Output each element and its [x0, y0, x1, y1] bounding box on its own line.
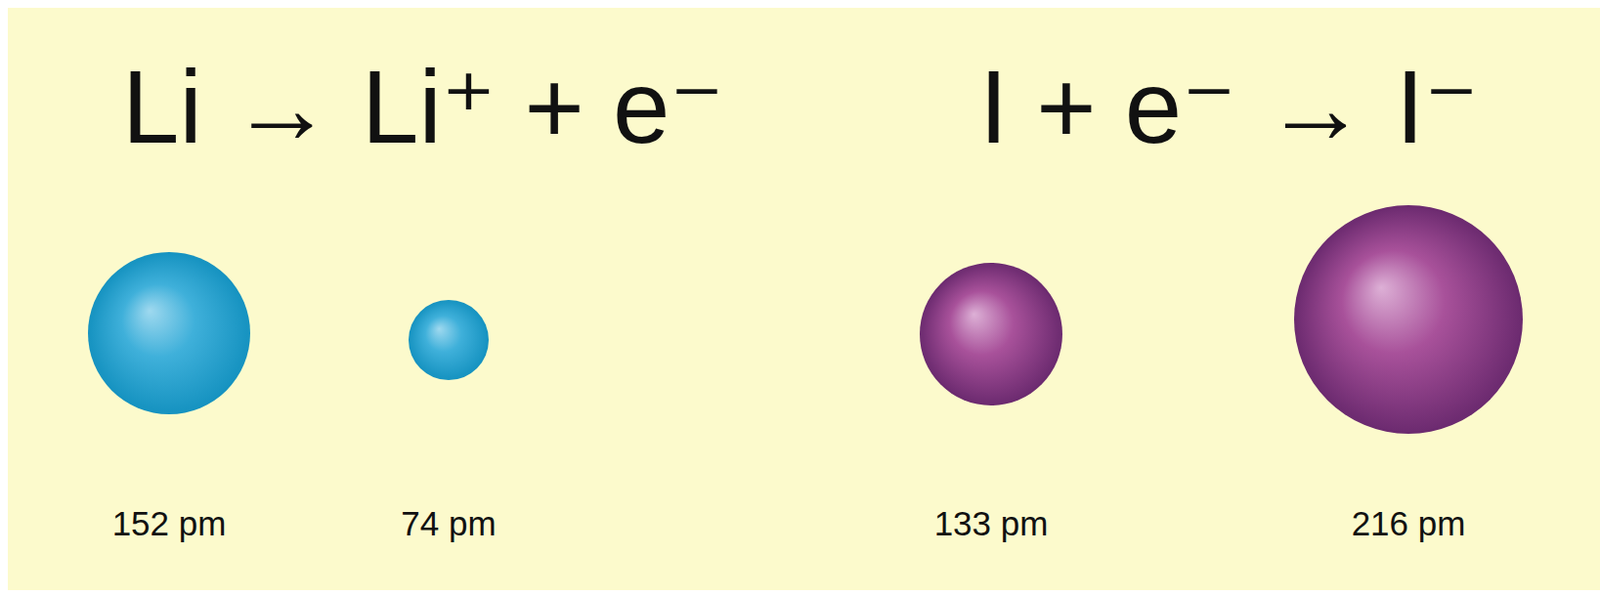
- iodide-ion-sphere: [1294, 205, 1523, 434]
- iodine-atom-sphere: [919, 262, 1063, 406]
- radius-label: 216 pm: [1351, 506, 1467, 541]
- background-panel: [7, 7, 1600, 591]
- lithium-ion-sphere: [408, 300, 489, 381]
- radius-label: 152 pm: [112, 506, 227, 541]
- lithium-atom-sphere: [87, 252, 251, 415]
- reaction-equation: Li → Li⁺ + e⁻: [122, 55, 725, 159]
- radius-label: 133 pm: [934, 506, 1049, 541]
- reaction-equation: I + e⁻ → I⁻: [979, 55, 1479, 159]
- radius-label: 74 pm: [400, 506, 496, 541]
